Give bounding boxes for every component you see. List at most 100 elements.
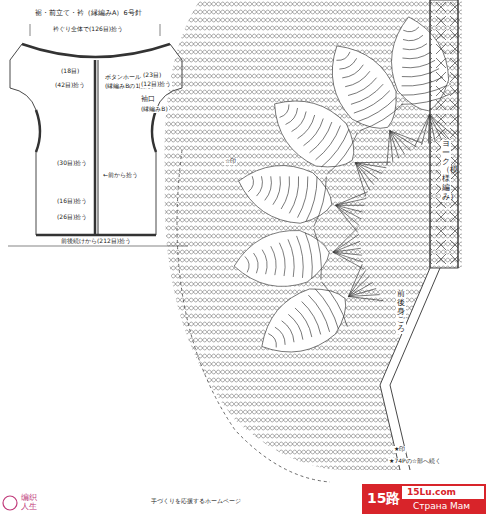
pineapple-row: [298, 176, 311, 218]
chart-label: 前後続けから(212目)拾う: [60, 238, 132, 245]
chart-label: ←前から拾う: [102, 172, 139, 179]
chart-label: 编织人生: [20, 494, 38, 512]
pineapple-row: [321, 129, 351, 169]
fan-stitch: [390, 120, 423, 155]
fan-stitch: [355, 157, 382, 179]
chart-label: (26目)拾う: [56, 214, 88, 221]
chart-label: 裾・前立て・衿（縁編みA）6号針: [34, 10, 143, 17]
pineapple-row: [245, 256, 250, 272]
fan-stitch: [330, 227, 361, 252]
pineapple-outline: [230, 225, 333, 293]
chart-label: (30目)拾う: [56, 160, 88, 167]
guide-dashed-arc: [177, 150, 330, 482]
chart-label: ★74Pの☆部へ続く: [388, 458, 442, 465]
pineapple-row: [351, 84, 385, 107]
chart-label: ★印: [393, 446, 406, 453]
pineapple-row: [339, 58, 358, 71]
watermark: Страна Мам: [412, 501, 471, 511]
watermark-inner: [402, 486, 484, 499]
fan-stitch: [378, 131, 405, 162]
pineapple-row: [308, 294, 332, 332]
chart-label: ☆印: [224, 158, 237, 165]
pineapple-row: [402, 52, 431, 61]
fan-stitch: [332, 205, 363, 225]
fan-stitch: [336, 198, 365, 212]
chart-label: (42目)拾う: [54, 82, 86, 89]
pineapple-row: [297, 235, 306, 277]
fan-stitch: [341, 270, 372, 296]
fan-stitch: [347, 163, 378, 191]
fan-stitch: [390, 127, 411, 154]
chart-label: ボタンホール: [104, 74, 142, 81]
pineapple-row: [248, 176, 255, 192]
pineapple-row: [360, 104, 405, 134]
pineapple-row: [342, 65, 365, 81]
pineapple-row: [302, 300, 324, 334]
fan-stitch: [336, 192, 367, 212]
pineapple-row: [336, 52, 351, 63]
chart-label: (18目): [60, 68, 80, 75]
yoke-edge: [380, 0, 458, 470]
fan-stitch: [333, 248, 362, 259]
pineapple-row: [292, 111, 309, 133]
pineapple-outline: [248, 275, 359, 371]
fan-stitch: [348, 283, 379, 309]
pineapple-row: [254, 253, 260, 274]
fan-stitch: [336, 185, 368, 212]
chart-label: (23目): [142, 72, 162, 79]
pineapple-row: [286, 108, 300, 126]
watermark-box: [362, 484, 486, 514]
fan-stitch: [355, 163, 378, 179]
fan-stitch: [336, 205, 363, 212]
chart-label: (16目)拾う: [56, 198, 88, 205]
pineapple-row: [403, 35, 424, 42]
pineapple-row: [354, 91, 392, 116]
watermark: 15Lu.com: [406, 487, 457, 497]
watermark: 15路: [366, 490, 401, 506]
pineapple-row: [279, 242, 287, 276]
pineapple-row: [348, 78, 378, 98]
pineapple-row: [265, 176, 274, 201]
logo-mark: [3, 496, 17, 510]
fan-stitch: [348, 283, 383, 315]
chart-label: (12目)拾う: [140, 81, 172, 88]
pineapple-row: [262, 249, 268, 274]
fan-stitch: [343, 163, 378, 196]
chart-label: (縁編みB): [140, 106, 169, 113]
pineapple-row: [327, 133, 360, 176]
fan-stitch: [390, 123, 417, 154]
fan-stitch: [355, 151, 386, 179]
pineapple-row: [304, 119, 326, 148]
fan-stitch: [338, 264, 373, 296]
fan-stitch: [345, 276, 373, 296]
pineapple-row: [314, 229, 324, 280]
pineapple-motif: [232, 154, 370, 238]
fan-stitch: [355, 146, 390, 179]
pineapple-row: [298, 115, 318, 140]
vertical-label: ヨーク（模様編み）: [441, 140, 451, 202]
pineapple-row: [273, 176, 283, 205]
chart-mesh: [150, 0, 470, 480]
pineapple-row: [257, 176, 265, 197]
fan-stitch: [331, 205, 363, 232]
pineapple-motif: [230, 221, 364, 293]
pineapple-row: [315, 287, 341, 329]
schematic: [8, 24, 188, 246]
pineapple-row: [288, 239, 296, 277]
pineapple-row: [271, 246, 278, 275]
pineapple-row: [281, 176, 292, 209]
pineapple-row: [322, 281, 350, 327]
pineapple-row: [403, 27, 419, 33]
fan-stitch: [372, 131, 405, 166]
pineapple-row: [314, 177, 329, 227]
pineapple-row: [288, 313, 305, 340]
pineapple-row: [357, 97, 398, 124]
pineapple-row: [282, 319, 297, 342]
pineapple-row: [306, 177, 320, 223]
fan-stitch: [334, 205, 363, 219]
fan-stitch: [333, 248, 363, 266]
fan-stitch: [333, 248, 364, 273]
pineapple-row: [310, 122, 335, 155]
